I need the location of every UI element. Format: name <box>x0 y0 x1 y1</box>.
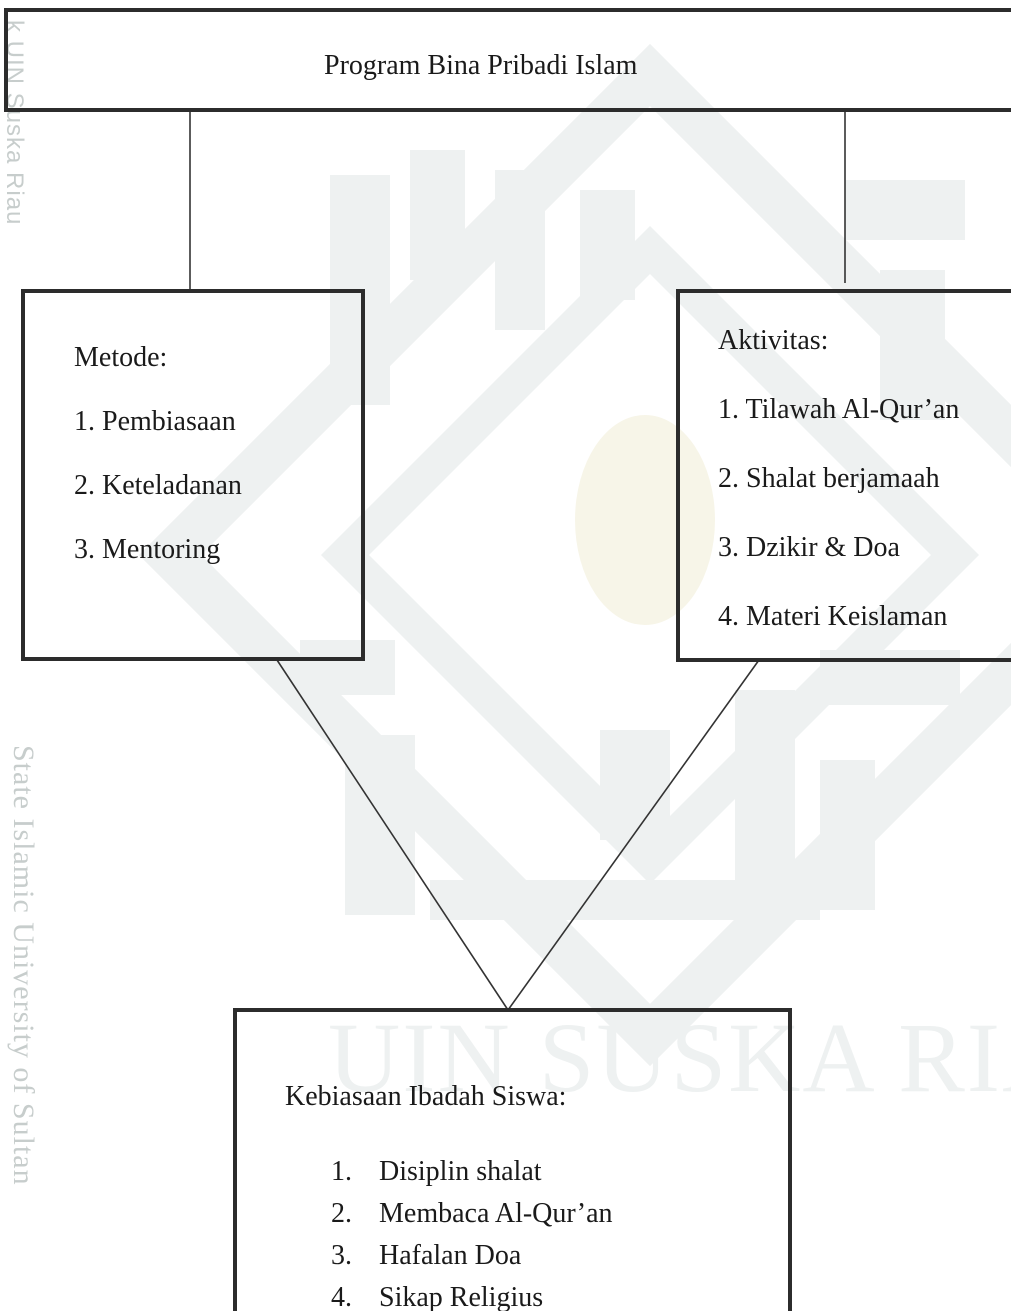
program-title: Program Bina Pribadi Islam <box>324 50 638 81</box>
kebiasaan-item: 2. Membaca Al-Qur’an <box>331 1200 613 1228</box>
aktivitas-box: Aktivitas: 1. Tilawah Al-Qur’an 2. Shala… <box>676 289 1011 662</box>
kebiasaan-item-label: Hafalan Doa <box>379 1240 522 1271</box>
metode-item: 3. Mentoring <box>74 534 221 565</box>
kebiasaan-item-label: Disiplin shalat <box>379 1156 542 1187</box>
kebiasaan-item: 4. Sikap Religius <box>331 1284 543 1311</box>
kebiasaan-item: 1. Disiplin shalat <box>331 1158 542 1186</box>
kebiasaan-item-label: Membaca Al-Qur’an <box>379 1198 613 1229</box>
logo-center-icon <box>575 415 715 625</box>
aktivitas-item: 3. Dzikir & Doa <box>718 532 900 563</box>
aktivitas-item: 2. Shalat berjamaah <box>718 463 940 494</box>
kebiasaan-item-label: Sikap Religius <box>379 1282 544 1311</box>
kebiasaan-item-number: 3. <box>331 1240 352 1271</box>
metode-item: 2. Keteladanan <box>74 470 242 501</box>
connector-aktivitas-to-kebiasaan <box>507 659 760 1011</box>
kebiasaan-box: Kebiasaan Ibadah Siswa: 1. Disiplin shala… <box>233 1008 792 1311</box>
aktivitas-item: 1. Tilawah Al-Qur’an <box>718 394 960 425</box>
kebiasaan-heading: Kebiasaan Ibadah Siswa: <box>285 1081 567 1112</box>
kebiasaan-item-number: 1. <box>331 1156 352 1187</box>
metode-box: Metode: 1. Pembiasaan 2. Keteladanan 3. … <box>21 289 365 661</box>
aktivitas-heading: Aktivitas: <box>718 325 829 356</box>
program-box: Program Bina Pribadi Islam <box>4 8 1011 112</box>
side-watermark-text-bottom: State Islamic University of Sultan <box>7 745 40 1186</box>
kebiasaan-item-number: 2. <box>331 1198 352 1229</box>
metode-item: 1. Pembiasaan <box>74 406 236 437</box>
aktivitas-item: 4. Materi Keislaman <box>718 601 948 632</box>
metode-heading: Metode: <box>74 342 168 373</box>
connector-metode-to-kebiasaan <box>276 659 509 1011</box>
kebiasaan-item: 3. Hafalan Doa <box>331 1242 521 1270</box>
kebiasaan-item-number: 4. <box>331 1282 352 1311</box>
watermark-institution-name: UIN SUSKA RIAU <box>328 1002 1011 1113</box>
